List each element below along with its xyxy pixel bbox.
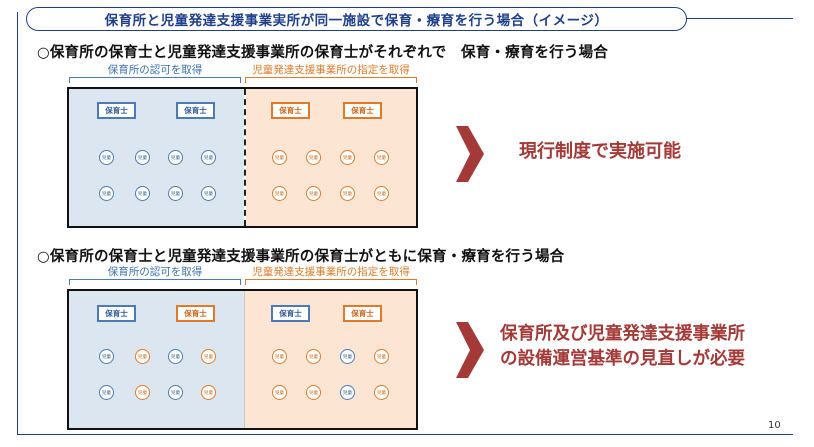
staff-box-blue: 保育士 (176, 102, 215, 119)
child-icon-orange: 児童 (340, 150, 355, 165)
scenario-1-right-bracket (245, 77, 417, 83)
zone-divider (244, 291, 245, 428)
slide-frame (17, 12, 793, 435)
scenario-1-heading: ○保育所の保育士と児童発達支援事業所の保育士がそれぞれで 保育・療育を行う場合 (37, 45, 609, 61)
staff-box-blue: 保育士 (97, 305, 136, 322)
child-icon-orange: 児童 (306, 186, 321, 201)
child-icon-orange: 児童 (306, 150, 321, 165)
scenario-2-heading: ○保育所の保育士と児童発達支援事業所の保育士がともに保育・療育を行う場合 (37, 249, 565, 265)
child-icon-orange: 児童 (374, 385, 389, 400)
child-icon-blue: 児童 (340, 385, 355, 400)
child-icon-orange: 児童 (340, 186, 355, 201)
scenario-1-result-line: 現行制度で実施可能 (519, 141, 681, 162)
child-icon-blue: 児童 (99, 349, 114, 364)
scenario-1-left-bracket (69, 77, 241, 83)
child-icon-orange: 児童 (272, 150, 287, 165)
scenario-1-left-label: 保育所の認可を取得 (107, 64, 203, 76)
staff-box-blue: 保育士 (271, 305, 310, 322)
child-icon-blue: 児童 (340, 349, 355, 364)
child-icon-blue: 児童 (201, 150, 216, 165)
staff-box-orange: 保育士 (343, 102, 382, 119)
scenario-2-right-label: 児童発達支援事業所の指定を取得 (252, 266, 410, 278)
child-icon-blue: 児童 (168, 186, 183, 201)
child-icon-blue: 児童 (99, 186, 114, 201)
scenario-2-result: 保育所及び児童発達支援事業所 の設備運営基準の見直しが必要 (500, 322, 745, 372)
title-rule (686, 18, 793, 19)
scenario-2-arrow-icon (456, 322, 484, 378)
child-icon-blue: 児童 (135, 150, 150, 165)
scenario-1-right-label: 児童発達支援事業所の指定を取得 (252, 64, 410, 76)
scenario-2-left-bracket (69, 279, 241, 285)
child-icon-blue: 児童 (168, 349, 183, 364)
child-icon-orange: 児童 (374, 349, 389, 364)
staff-box-orange: 保育士 (176, 305, 215, 322)
scenario-2-right-bracket (245, 279, 417, 285)
scenario-2-left-label: 保育所の認可を取得 (107, 266, 203, 278)
child-icon-orange: 児童 (135, 385, 150, 400)
child-icon-orange: 児童 (135, 349, 150, 364)
child-icon-orange: 児童 (272, 385, 287, 400)
child-icon-orange: 児童 (306, 349, 321, 364)
scenario-1-result: 現行制度で実施可能 (519, 140, 681, 164)
staff-box-orange: 保育士 (343, 305, 382, 322)
staff-box-orange: 保育士 (271, 102, 310, 119)
scenario-2-result-line-2: の設備運営基準の見直しが必要 (500, 349, 745, 369)
child-icon-blue: 児童 (168, 150, 183, 165)
scenario-2-result-line-1: 保育所及び児童発達支援事業所 (500, 324, 745, 344)
slide-title: 保育所と児童発達支援事業実所が同一施設で保育・療育を行う場合（イメージ） (26, 7, 687, 31)
child-icon-blue: 児童 (201, 186, 216, 201)
child-icon-orange: 児童 (272, 186, 287, 201)
child-icon-blue: 児童 (99, 150, 114, 165)
zone-divider (244, 89, 246, 226)
scenario-1-arrow-icon (456, 126, 484, 182)
child-icon-orange: 児童 (306, 385, 321, 400)
child-icon-blue: 児童 (135, 186, 150, 201)
child-icon-blue: 児童 (168, 385, 183, 400)
child-icon-orange: 児童 (272, 349, 287, 364)
nursery-zone (69, 89, 244, 226)
nursery-zone (69, 291, 244, 428)
child-icon-blue: 児童 (99, 385, 114, 400)
child-icon-orange: 児童 (201, 385, 216, 400)
child-icon-orange: 児童 (201, 349, 216, 364)
staff-box-blue: 保育士 (97, 102, 136, 119)
page-number: 10 (768, 420, 781, 431)
child-icon-orange: 児童 (374, 150, 389, 165)
child-icon-orange: 児童 (374, 186, 389, 201)
